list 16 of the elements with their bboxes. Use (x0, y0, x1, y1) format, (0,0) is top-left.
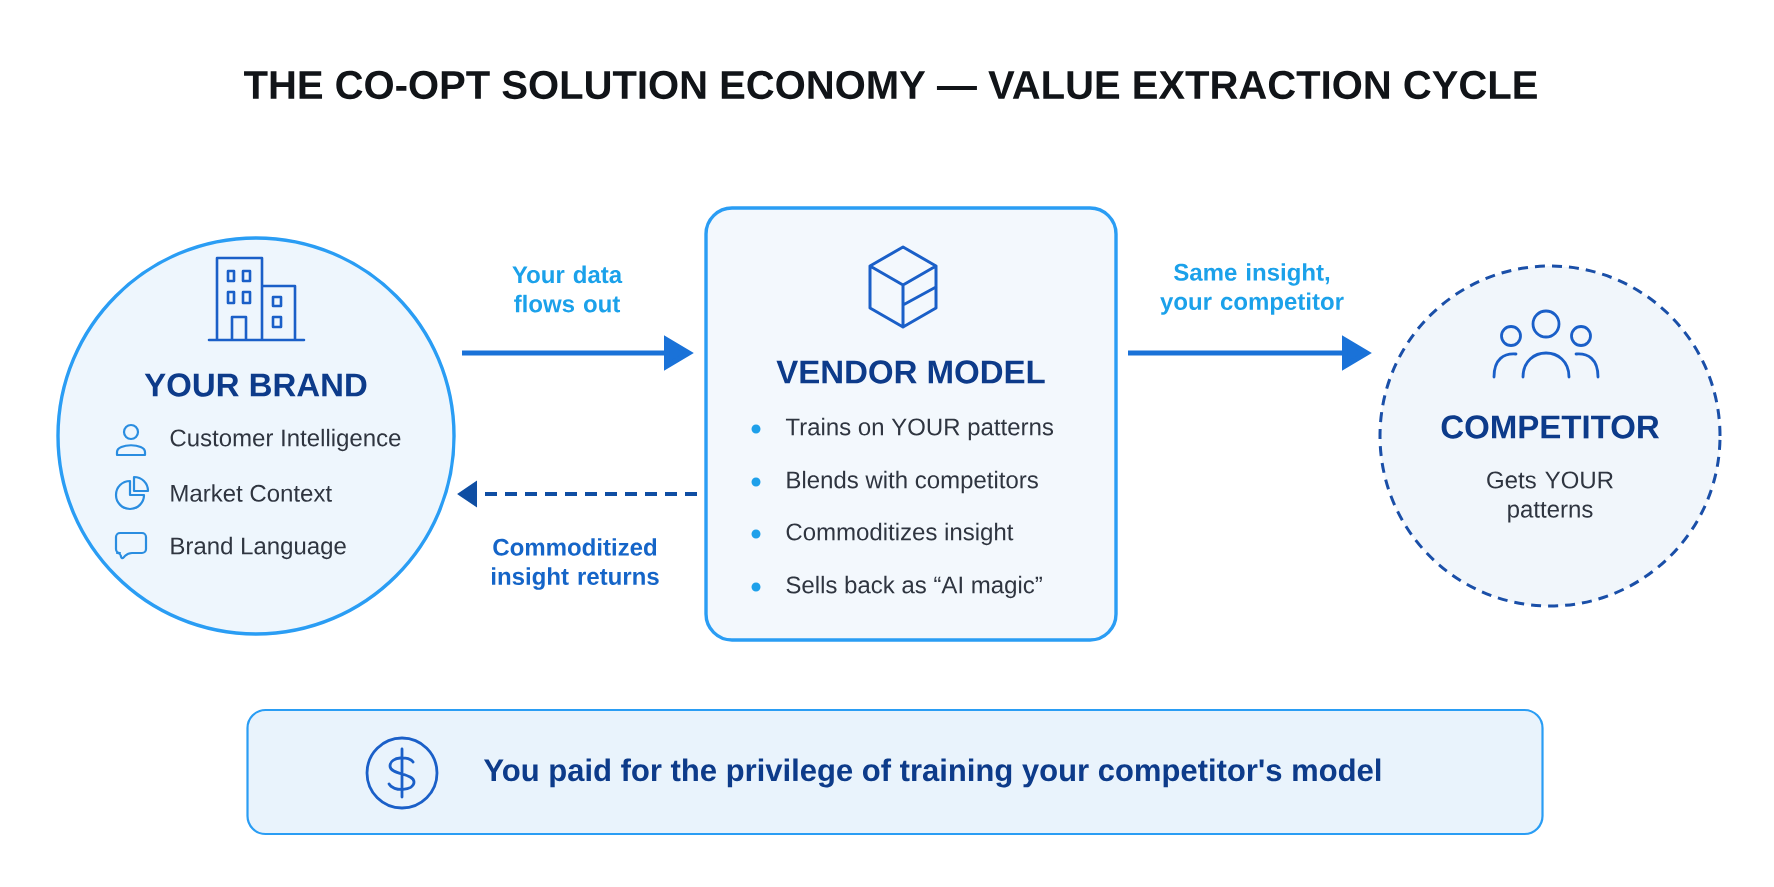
list-item: Trains on YOUR patterns (785, 417, 1054, 441)
node-heading: YOUR BRAND (144, 373, 367, 397)
title: THE CO-OPT SOLUTION ECONOMY — VALUE EXTRACTION CYCLE (244, 70, 1537, 100)
banner-text: You paid for the privilege of training your competitor's model (483, 758, 1381, 788)
list-item: Commoditizes insight (786, 522, 1014, 546)
node-text: Gets YOUR patterns (1487, 471, 1613, 523)
edge-label: Your data flows out (512, 265, 623, 313)
list-item: Brand Language (171, 536, 346, 560)
list-item: Blends with competitors (787, 470, 1038, 494)
node-heading: VENDOR MODEL (776, 360, 1045, 384)
list-item: Market Context (171, 484, 332, 502)
edge-label: Same insight, your competitor (1160, 263, 1344, 315)
list-item: Sells back as “AI magic” (786, 575, 1042, 599)
edge-label: Commoditized insight returns (492, 538, 659, 590)
list-item: Customer Intelligence (170, 428, 401, 452)
node-heading: COMPETITOR (1441, 415, 1660, 439)
